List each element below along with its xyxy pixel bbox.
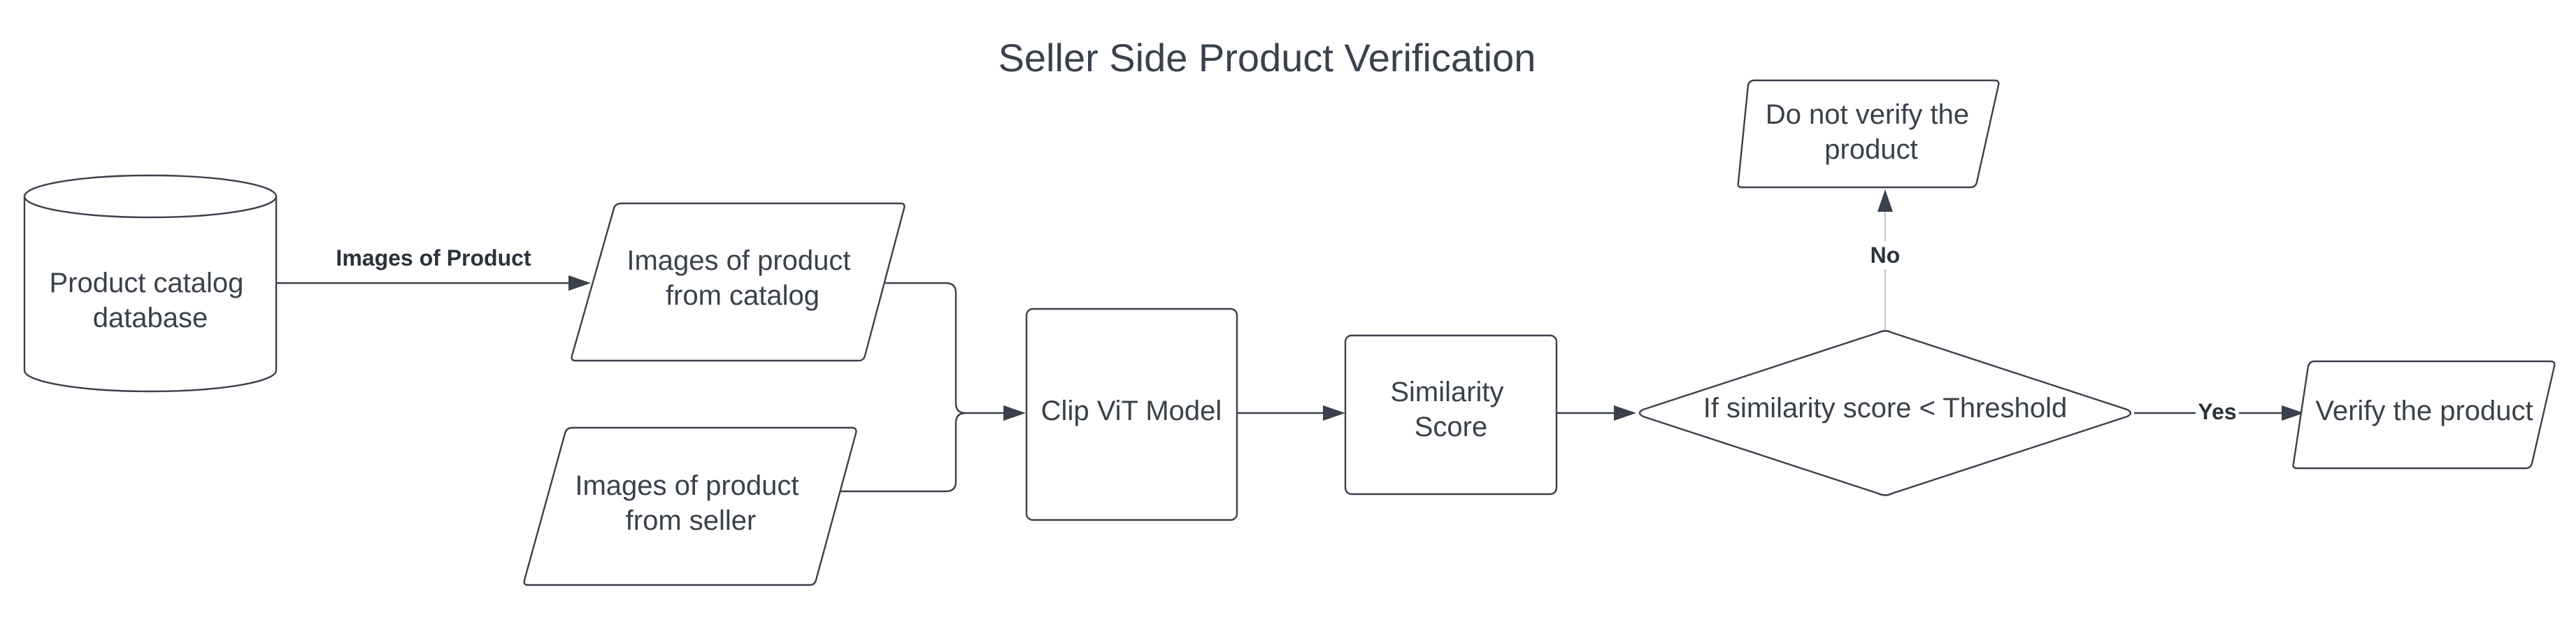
rect-clip-vit-model <box>1025 308 1238 521</box>
parallelogram-catalog-images <box>571 202 906 362</box>
node-images-from-catalog: Images of product from catalog <box>571 202 906 362</box>
arrowhead-do-not-verify <box>1877 189 1893 212</box>
node-images-from-seller: Images of product from seller <box>523 426 857 586</box>
parallelogram-verify-product <box>2292 360 2556 470</box>
connectors <box>276 189 2304 493</box>
cylinder-top <box>23 174 278 219</box>
edge-catalog-images-to-merge <box>885 282 966 414</box>
node-threshold-decision-label: If similarity score < Threshold <box>1703 393 2068 424</box>
node-verify-product: Verify the product <box>2292 360 2556 470</box>
node-verify-product-label: Verify the product <box>2315 396 2533 426</box>
node-images-from-seller-label: Images of product from seller <box>575 470 806 536</box>
arrowhead-verify <box>2282 405 2304 421</box>
arrowhead-catalog-images <box>568 275 591 291</box>
node-images-from-catalog-label: Images of product from catalog <box>627 245 858 311</box>
edge-label-images-of-product-text: Images of Product <box>336 245 531 270</box>
arrowhead-clip <box>1003 405 1026 421</box>
edge-label-no-text: No <box>1870 243 1901 268</box>
node-do-not-verify: Do not verify the product <box>1737 79 2000 189</box>
node-similarity-score: Similarity Score <box>1344 334 1558 496</box>
node-product-catalog-database-label: Product catalog database <box>49 268 251 333</box>
node-similarity-score-label: Similarity Score <box>1390 377 1511 442</box>
node-threshold-decision: If similarity score < Threshold <box>1638 330 2132 496</box>
edge-label-images-of-product: Images of Product <box>329 243 538 271</box>
edge-label-no: No <box>1866 241 1905 269</box>
arrowhead-decision <box>1614 405 1636 421</box>
rect-similarity-score <box>1344 334 1558 496</box>
diamond-threshold-decision <box>1638 330 2132 496</box>
node-product-catalog-database: Product catalog database <box>23 174 278 393</box>
parallelogram-do-not-verify <box>1737 79 2000 189</box>
edge-seller-images-to-merge <box>839 412 966 493</box>
cylinder-body <box>23 196 278 393</box>
edge-label-yes-text: Yes <box>2198 399 2236 424</box>
parallelogram-seller-images <box>523 426 857 586</box>
edge-label-yes: Yes <box>2196 398 2239 426</box>
arrowhead-similarity <box>1323 405 1345 421</box>
node-clip-vit-model-label: Clip ViT Model <box>1041 396 1222 426</box>
node-clip-vit-model: Clip ViT Model <box>1025 308 1238 521</box>
node-do-not-verify-label: Do not verify the product <box>1766 99 1977 165</box>
diagram-title: Seller Side Product Verification <box>999 36 1536 80</box>
